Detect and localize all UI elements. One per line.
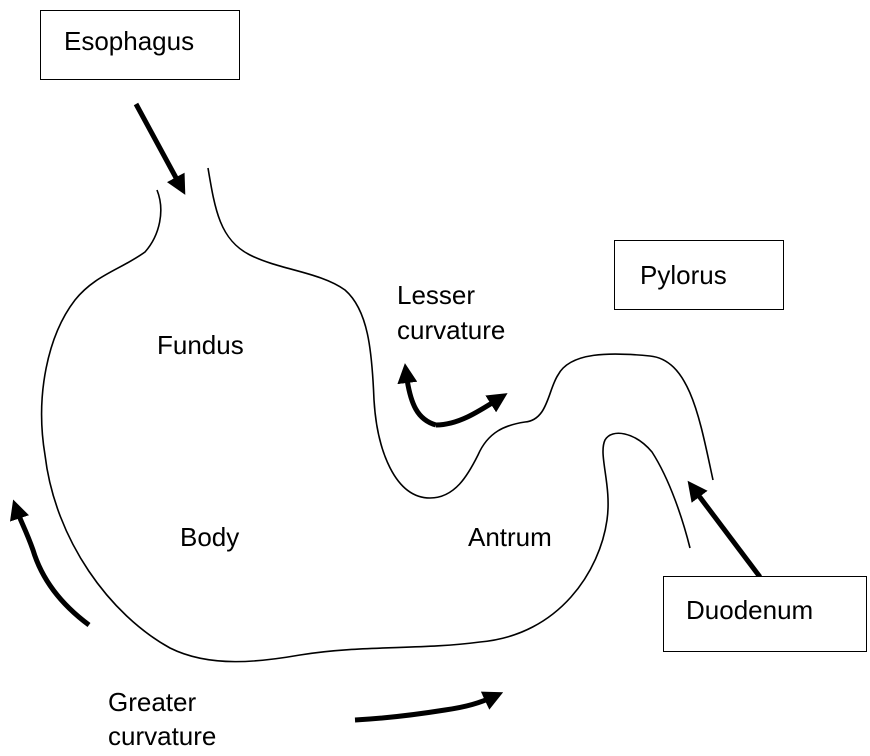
stomach-outline-outer xyxy=(42,190,690,662)
esophagus-label: Esophagus xyxy=(64,26,194,57)
lesser-curvature-label-line2: curvature xyxy=(397,315,505,346)
duodenum-label: Duodenum xyxy=(686,595,813,626)
greater-curvature-arrow-left xyxy=(16,508,89,625)
antrum-label: Antrum xyxy=(468,522,552,553)
lesser-curvature-arrow-left xyxy=(406,372,436,425)
greater-curvature-label-line1: Greater xyxy=(108,687,196,718)
greater-curvature-arrow-bottom xyxy=(355,696,495,720)
greater-curvature-label-line2: curvature xyxy=(108,721,216,752)
pylorus-label: Pylorus xyxy=(640,260,727,291)
fundus-label: Fundus xyxy=(157,330,244,361)
duodenum-arrow xyxy=(693,488,760,577)
lesser-curvature-label-line1: Lesser xyxy=(397,280,475,311)
esophagus-arrow xyxy=(136,104,181,187)
body-label: Body xyxy=(180,522,239,553)
lesser-curvature-arrow-right xyxy=(436,398,500,425)
